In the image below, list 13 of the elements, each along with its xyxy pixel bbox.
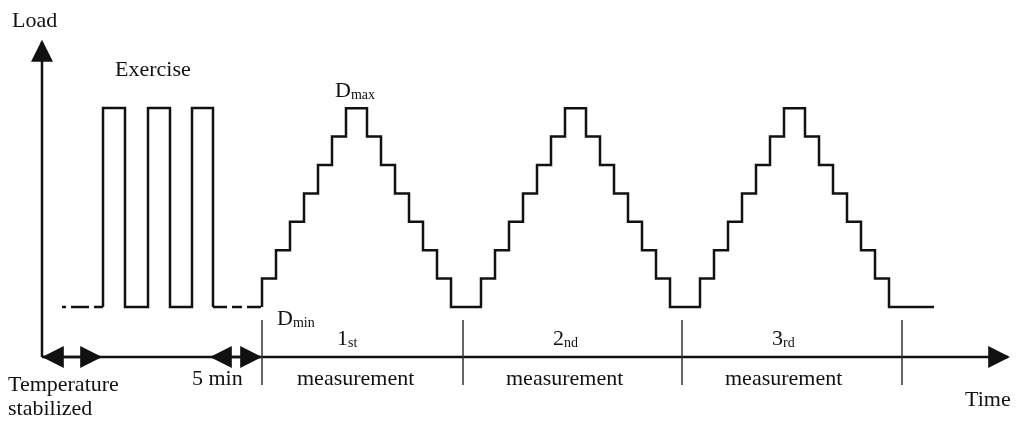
annotation-label: Exercise — [115, 57, 191, 81]
phase-number: 2$_{nd}$ — [553, 326, 578, 352]
phase-number: 1$_{st}$ — [337, 326, 358, 352]
phase-label: Temperature stabilized — [8, 372, 120, 420]
phase-number: 3$_{rd}$ — [772, 326, 795, 352]
phase-label: measurement — [297, 366, 415, 390]
axis-label: Time — [965, 387, 1011, 411]
phase-label: 5 min — [192, 366, 243, 390]
axis-label: Load — [12, 8, 58, 32]
annotation-label: D$_{min}$ — [277, 306, 315, 332]
annotation-label: D$_{max}$ — [335, 78, 375, 104]
phase-label: measurement — [506, 366, 624, 390]
phase-label: measurement — [725, 366, 843, 390]
